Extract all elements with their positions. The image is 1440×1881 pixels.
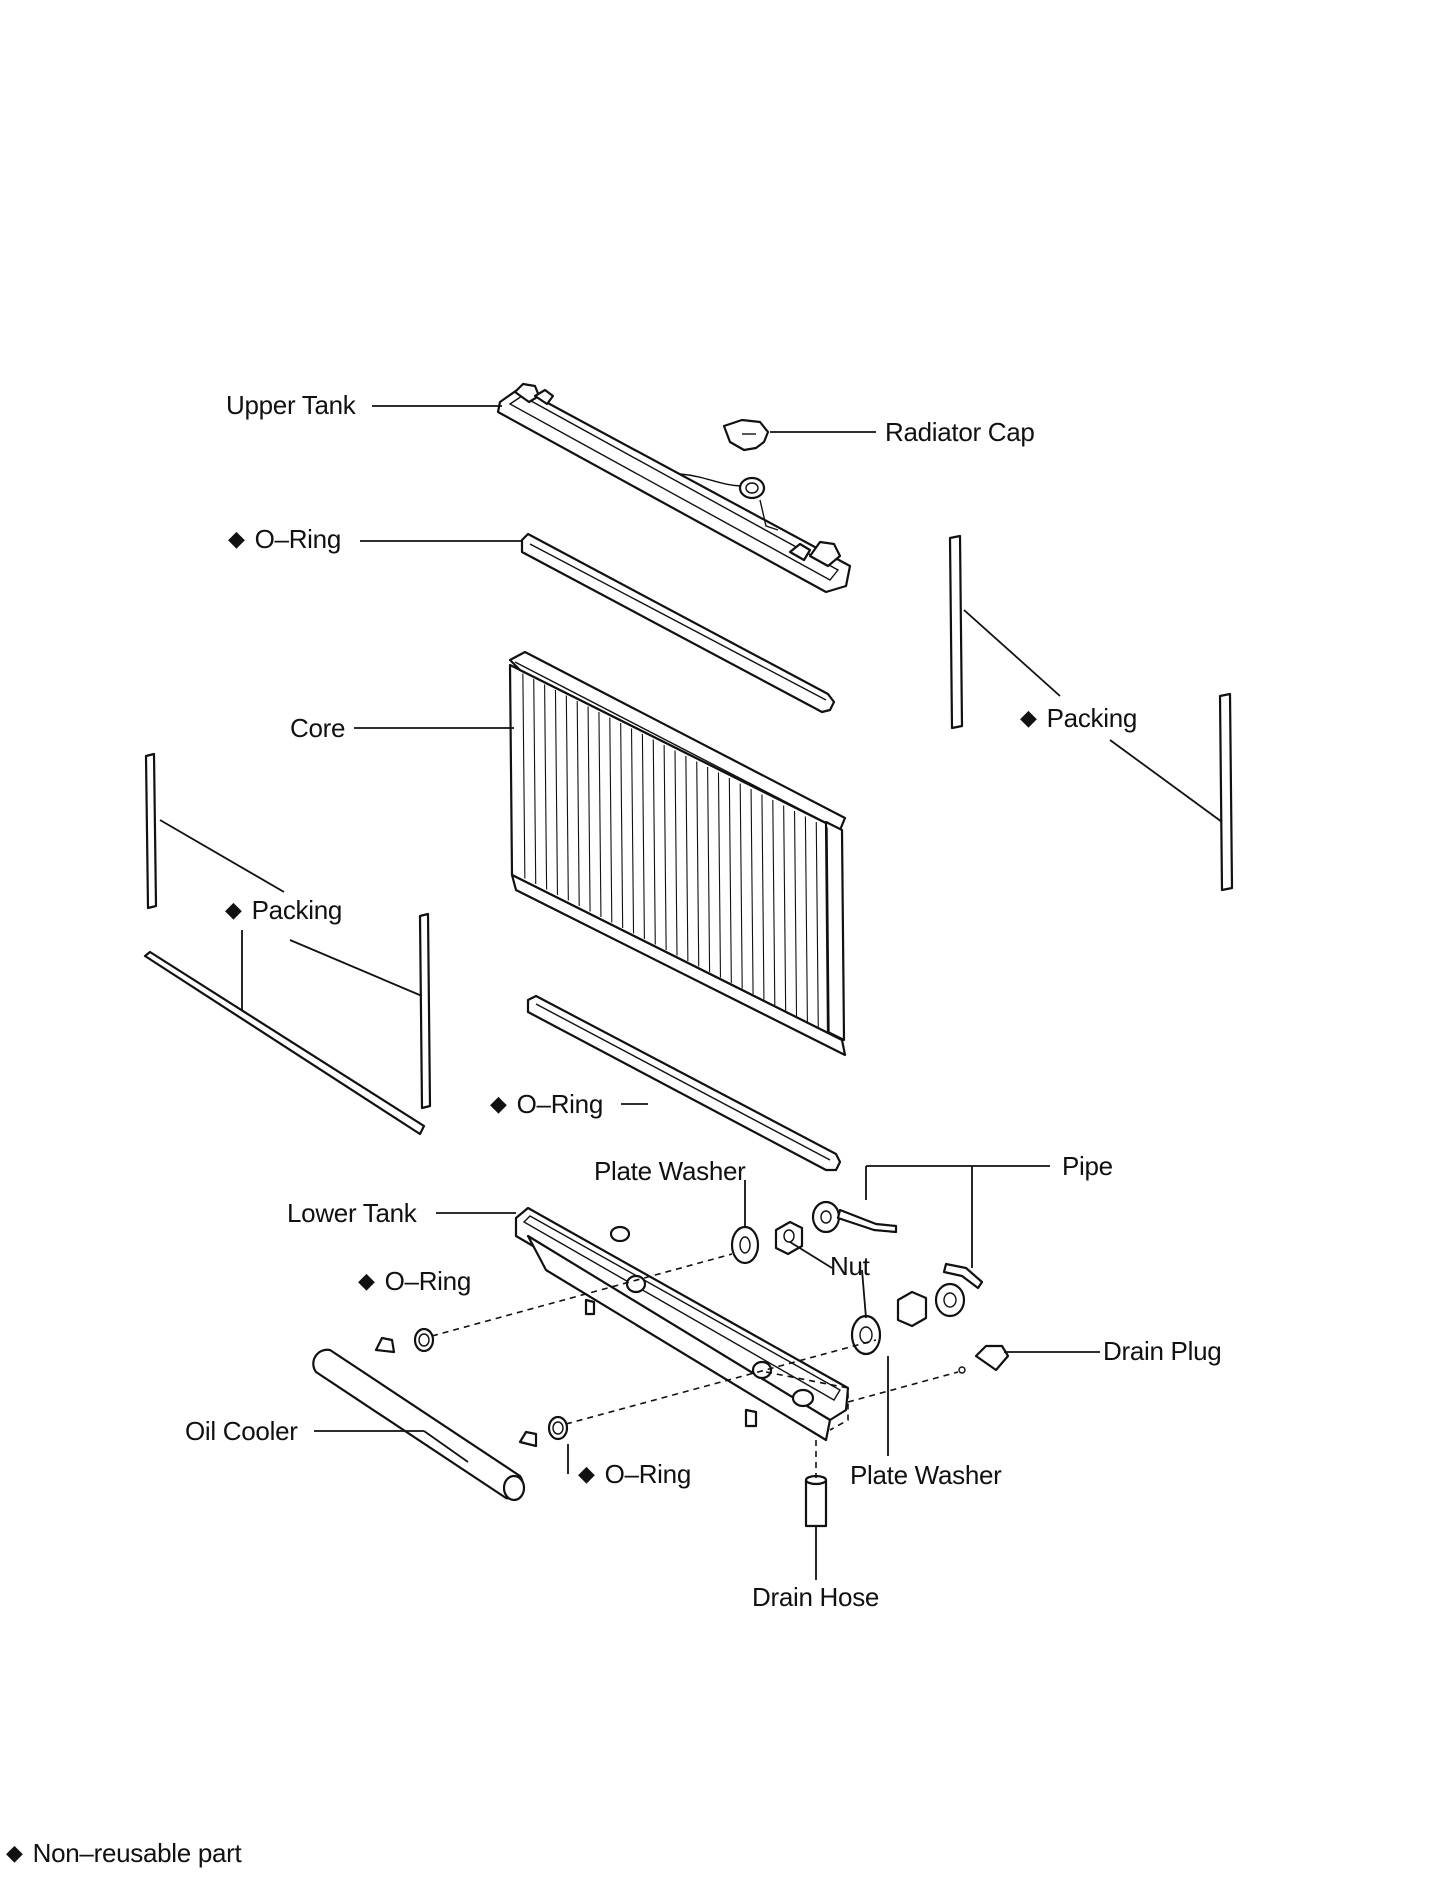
core-fin bbox=[772, 799, 776, 1006]
label-lower-tank: Lower Tank bbox=[287, 1198, 417, 1228]
core-fin bbox=[598, 711, 602, 918]
o-ring-cooler-top-text: O–Ring bbox=[384, 1266, 472, 1296]
leader-lines bbox=[159, 405, 1223, 1580]
non-reusable-marker: ◆ bbox=[1020, 705, 1037, 730]
core-fin bbox=[576, 700, 580, 907]
label-o-ring-cooler-top: ◆ O–Ring bbox=[358, 1268, 471, 1294]
core-part bbox=[508, 650, 847, 1057]
o-ring-cooler-bottom-text: O–Ring bbox=[604, 1459, 692, 1489]
core-fin bbox=[587, 706, 591, 912]
core-fin bbox=[554, 689, 559, 896]
lower-tank-part bbox=[514, 1206, 850, 1442]
core-fin bbox=[685, 755, 689, 962]
core-fin bbox=[728, 777, 732, 984]
label-packing-right: ◆ Packing bbox=[1020, 705, 1137, 731]
label-o-ring-cooler-bottom: ◆ O–Ring bbox=[578, 1461, 691, 1487]
non-reusable-marker: ◆ bbox=[490, 1091, 507, 1116]
label-plate-washer-bottom: Plate Washer bbox=[850, 1460, 1002, 1490]
core-fin bbox=[707, 766, 711, 973]
core-fin bbox=[674, 750, 678, 956]
assembly-dashed-lines bbox=[431, 1253, 959, 1478]
label-drain-hose: Drain Hose bbox=[752, 1582, 880, 1612]
non-reusable-marker: ◆ bbox=[6, 1840, 23, 1865]
non-reusable-marker: ◆ bbox=[358, 1268, 375, 1293]
core-fin bbox=[793, 810, 798, 1017]
core-fin bbox=[565, 695, 569, 901]
packing-right-text: Packing bbox=[1046, 703, 1138, 733]
label-plate-washer-top: Plate Washer bbox=[594, 1156, 746, 1186]
core-fin bbox=[804, 816, 808, 1022]
upper-tank-part bbox=[496, 382, 852, 594]
packing-right-parts bbox=[948, 534, 1234, 892]
core-fin bbox=[739, 783, 743, 989]
core-fin bbox=[783, 805, 787, 1011]
core-fin bbox=[544, 684, 548, 890]
label-nut: Nut bbox=[830, 1251, 870, 1281]
o-ring-lower-text: O–Ring bbox=[516, 1089, 604, 1119]
label-packing-left: ◆ Packing bbox=[225, 897, 342, 923]
label-radiator-cap: Radiator Cap bbox=[885, 417, 1035, 447]
core-fin bbox=[761, 794, 765, 1000]
label-o-ring-lower: ◆ O–Ring bbox=[490, 1091, 603, 1117]
non-reusable-marker: ◆ bbox=[228, 526, 245, 551]
legend-text: Non–reusable part bbox=[32, 1838, 242, 1868]
o-ring-upper-part bbox=[520, 532, 836, 714]
core-fin bbox=[696, 761, 700, 967]
label-drain-plug: Drain Plug bbox=[1103, 1336, 1222, 1366]
core-fins bbox=[522, 673, 830, 1033]
core-fin bbox=[630, 728, 635, 934]
core-fin bbox=[522, 673, 526, 879]
core-fin bbox=[750, 788, 754, 995]
core-fin bbox=[533, 678, 537, 885]
legend: ◆ Non–reusable part bbox=[6, 1838, 242, 1868]
core-fin bbox=[815, 821, 819, 1028]
label-oil-cooler: Oil Cooler bbox=[185, 1416, 298, 1446]
core-fin bbox=[641, 733, 645, 940]
non-reusable-marker: ◆ bbox=[225, 897, 242, 922]
packing-left-text: Packing bbox=[251, 895, 343, 925]
packing-left-parts bbox=[143, 752, 432, 1136]
label-pipe: Pipe bbox=[1062, 1151, 1113, 1181]
core-fin bbox=[717, 772, 722, 978]
core-fin bbox=[620, 722, 624, 929]
non-reusable-marker: ◆ bbox=[578, 1461, 595, 1486]
core-fin bbox=[652, 739, 656, 945]
oil-cooler-part bbox=[312, 1336, 538, 1502]
core-fin bbox=[609, 717, 613, 923]
label-core: Core bbox=[290, 713, 346, 743]
label-o-ring-upper: ◆ O–Ring bbox=[228, 526, 341, 552]
o-ring-upper-text: O–Ring bbox=[254, 524, 342, 554]
label-upper-tank: Upper Tank bbox=[226, 390, 356, 420]
core-fin bbox=[663, 744, 667, 951]
radiator-cap-part bbox=[722, 418, 770, 452]
core-fin bbox=[826, 827, 830, 1033]
o-ring-lower-part bbox=[526, 994, 842, 1172]
